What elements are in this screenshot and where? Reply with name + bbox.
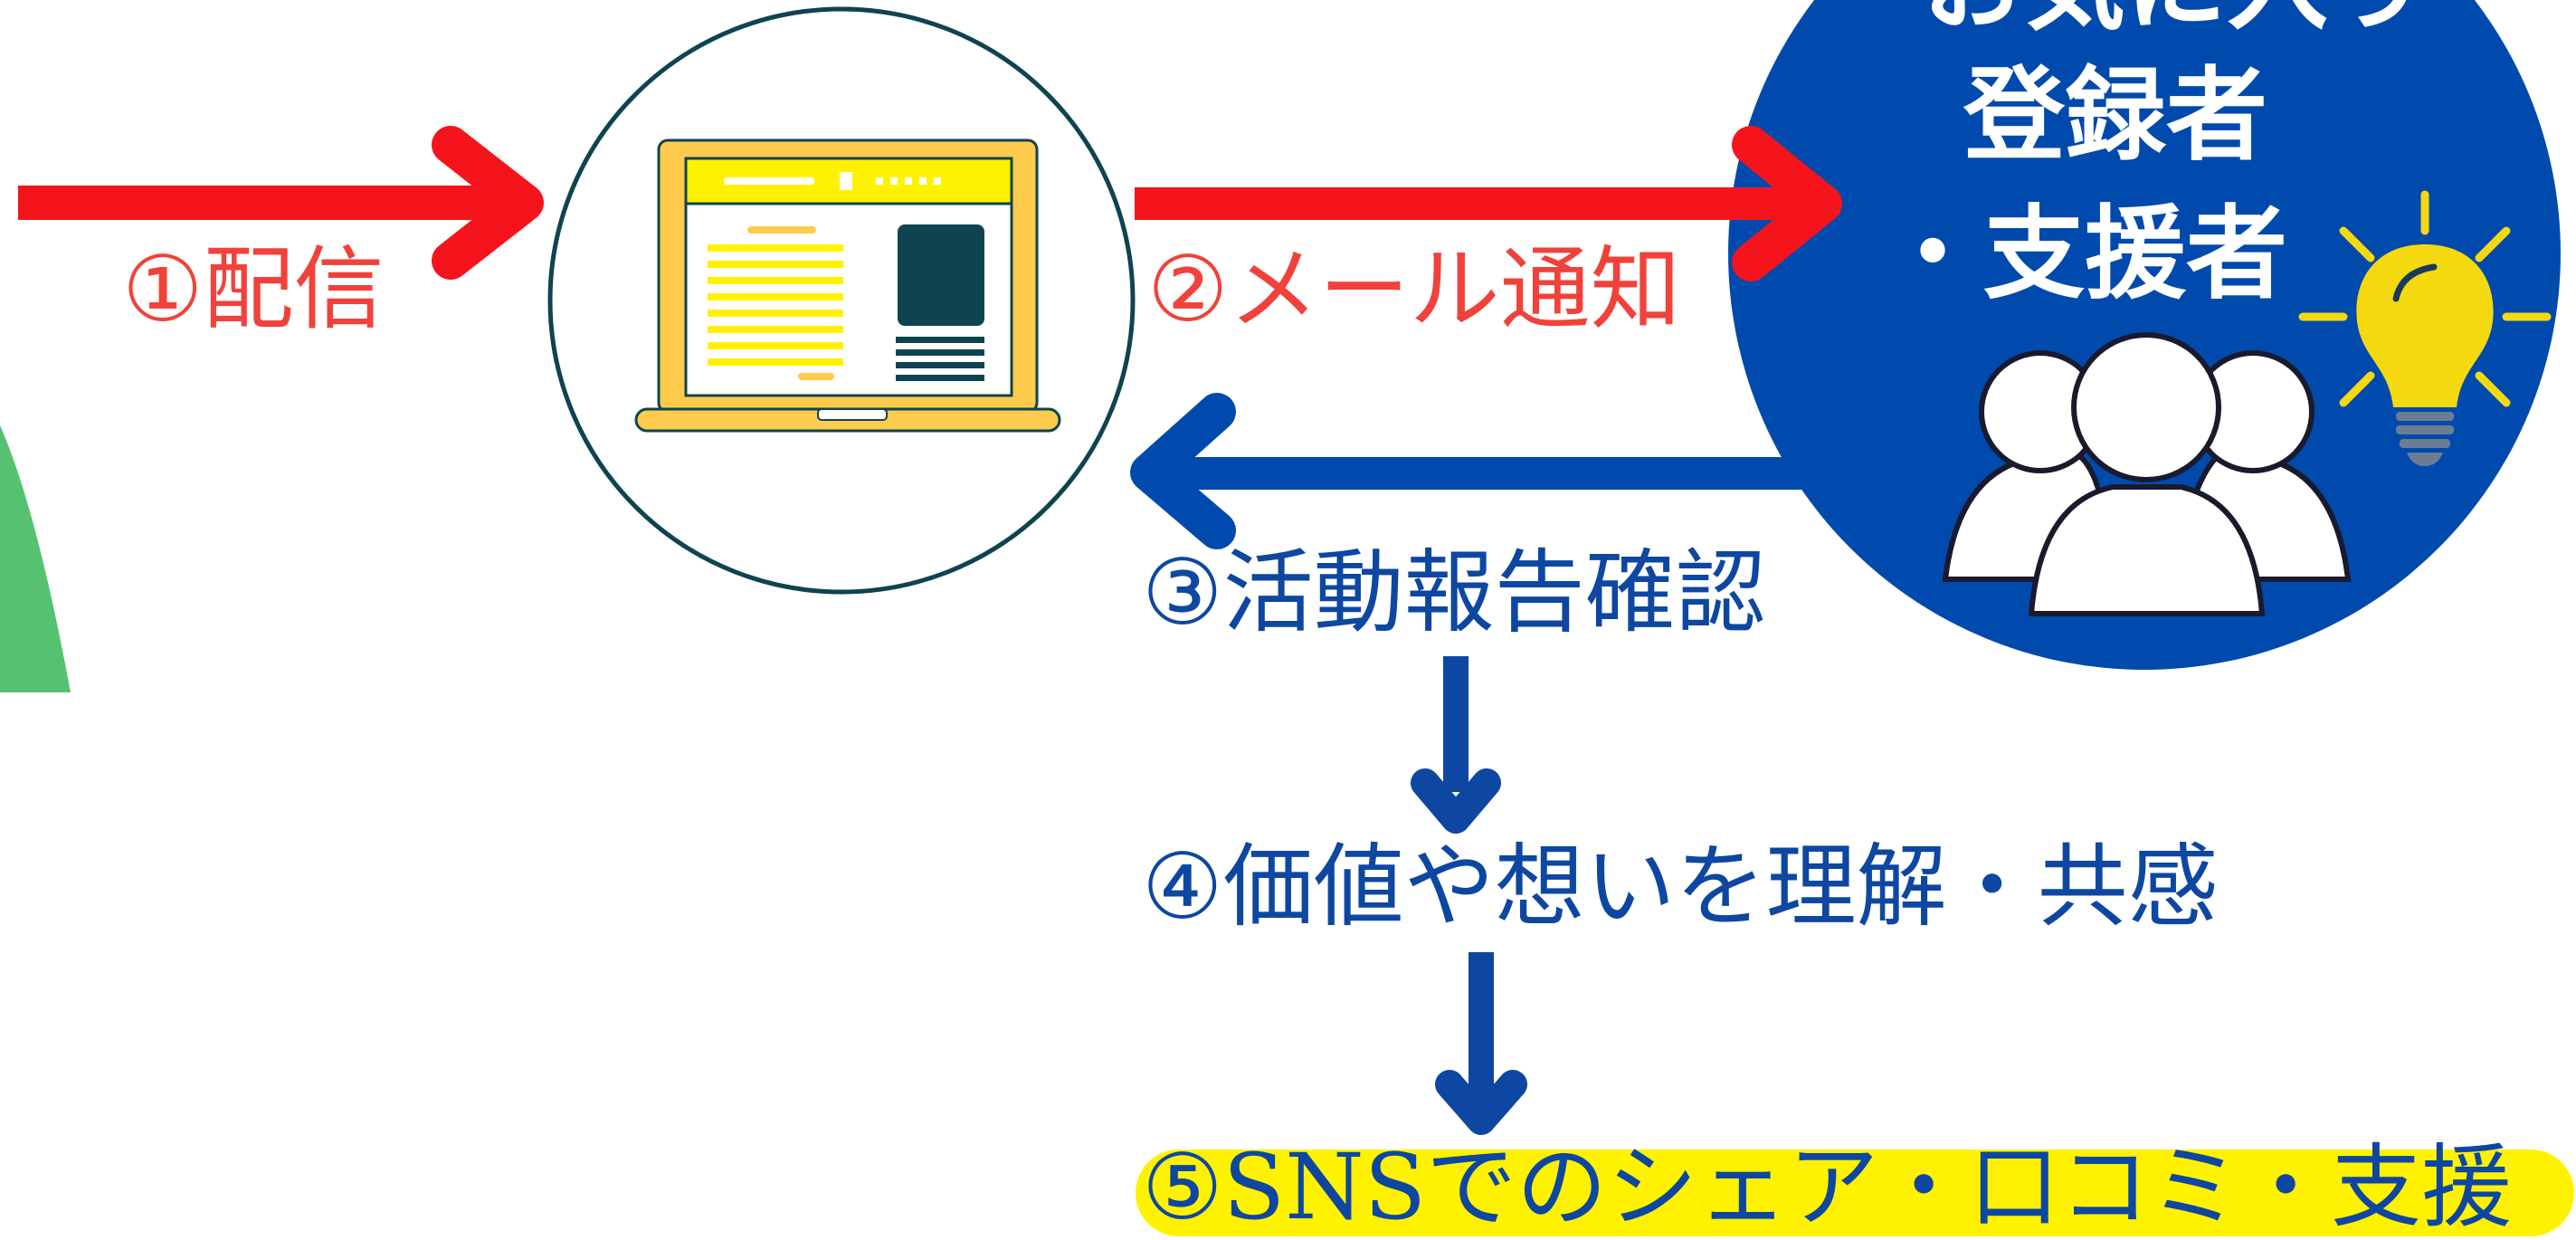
arrow-activity-check bbox=[1130, 393, 1817, 549]
arrow-mail-notify bbox=[1135, 126, 1842, 281]
arrow-deliver bbox=[18, 126, 544, 280]
step-4-label: ④価値や想いを理解・共感 bbox=[1142, 834, 2219, 940]
users-group-icon bbox=[1942, 332, 2352, 616]
arrow-down-1 bbox=[1411, 656, 1501, 834]
audience-line-3: ・支援者 bbox=[1882, 196, 2287, 313]
audience-line-1: お気に入り bbox=[1923, 0, 2429, 36]
step-1-label: ①配信 bbox=[122, 236, 385, 342]
step-5-label: ⑤SNSでのシェア・口コミ・支援 bbox=[1142, 1134, 2513, 1240]
green-shape bbox=[0, 425, 71, 692]
lightbulb-icon bbox=[2298, 190, 2552, 466]
step-2-label: ②メール通知 bbox=[1147, 236, 1681, 342]
laptop-icon bbox=[634, 138, 1061, 433]
step-5-highlight bbox=[1136, 1149, 2574, 1236]
step-3-label: ③活動報告確認 bbox=[1142, 539, 1766, 645]
audience-line-2: 登録者 bbox=[1963, 57, 2267, 175]
arrow-down-2 bbox=[1435, 952, 1527, 1135]
